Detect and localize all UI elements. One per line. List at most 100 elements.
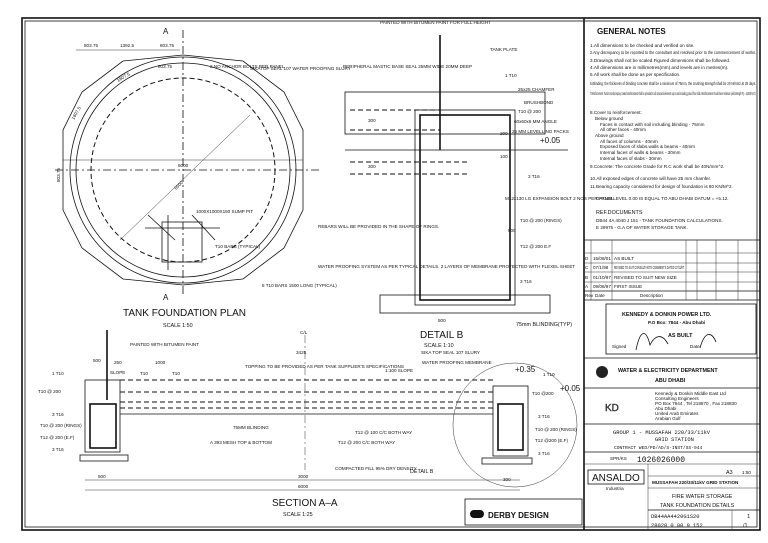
drawing-number-2: 28028 0 00 9 152 [651,523,703,529]
section-mark-top: A [163,27,169,36]
rev-header: Rev [585,293,594,298]
section-label: T10 [172,371,180,376]
contractor-sub: Industria [606,486,624,491]
section-scale: SCALE 1:25 [283,512,313,518]
note: Exposed faces of slabs,walls & beams - 4… [600,144,695,149]
plan-title: TANK FOUNDATION PLAN [123,308,246,319]
note: All faces of columns - 40mm [600,139,658,144]
detail-label: 60x60x6 MM ANGLE [514,119,557,124]
rev-header: Description [640,293,663,298]
section-label: 3 T16 [538,414,550,419]
approver-name: KENNEDY & DONKIN POWER LTD. [622,312,712,318]
ks-logo-icon: KD [605,403,619,414]
section-label: T10 @200 [532,391,554,396]
drawing-scale: 1:50 [742,470,751,475]
dim: 6000 [178,163,189,168]
note: Below ground [595,116,624,121]
title-column: GENERAL NOTES 1.All dimensions to be che… [583,18,760,530]
section-label: T10 @ 200 (RINGS) [40,423,82,428]
rev-desc: REVISED TO SUIT NEW SIZE [614,275,677,280]
dim: 300 [368,118,376,123]
note: 9.Concrete: The concrete Grade for R.C w… [590,164,724,169]
date-label: Date [690,344,700,349]
section-label: SLOPE [110,370,125,375]
section-label: 75MM BLINDING [233,425,269,430]
rev: B [585,275,588,280]
consultant-line: United Arab Emirates [655,411,699,416]
section-label: WATER PROOFING MEMBRANE [422,360,492,365]
wed-logo-icon [596,366,608,378]
centre-line-mark: C/L [300,330,308,335]
section-label: TOPPING TO BE PROVIDED AS PER TANK SUPPL… [245,364,404,369]
level-mark: +0.05 [540,136,561,145]
approver-address: P.O Box: 7844 - Abu Dhabi [648,320,705,325]
note: 1.All dimensions to be checked and verif… [590,43,694,48]
note: 10.All exposed edges of concrete will ha… [590,176,711,181]
contractor-logo: ANSALDO [592,473,640,484]
rev: A [585,284,589,289]
rev-desc: AS BUILT [614,256,634,261]
dim: 300 [368,164,376,169]
section-label: T10 @ 200 [38,389,61,394]
designer-box: DERBY DESIGN [464,498,583,526]
client-city: ABU DHABI [655,378,686,384]
dim: 803.75 [160,43,174,48]
consultant-line: Abu Dhabi [655,406,676,411]
dim: 500 [438,318,446,323]
sheet-count: /1 [743,523,748,529]
section-label: 1 T10 [52,371,64,376]
rev: D [585,256,589,261]
section-label: DETAIL B [410,469,434,475]
dim: 803.75 [56,168,61,182]
detail-label: 3 T16 [528,174,540,179]
consultant-line: Kennedy & Donkin Middle East Ltd [655,391,726,396]
general-notes-title: GENERAL NOTES [597,27,666,36]
note: 6.Blinding: the thickness of blinding co… [590,81,756,86]
dim: 6500 [173,180,184,191]
detail-label: M12x130 LG EXPANSION BOLT 2 NOS PER PANE… [505,196,614,201]
detail-label: T12 @ 200 E.F [520,244,551,249]
drawing-title-2: TANK FOUNDATION DETAILS [660,503,735,509]
level-mark: +0.35 [515,365,536,374]
note: 3.Drawings shall not be scaled.Figured d… [590,58,730,63]
plan-scale: SCALE 1:50 [163,323,193,329]
plan-label: 2 NO ANCHOR BOLTS PER PANEL [210,64,285,69]
revision-table: D 15/08/01 AS BUILT C 07/1/98 REVISED TO… [584,239,760,301]
section-label: 3 T16 [52,412,64,417]
rev-date: 09/08/97 [593,284,611,289]
note: Faces in contact with soil including bli… [600,122,705,127]
rev-header: Date [595,293,605,298]
note: All other faces - 40mm [600,127,646,132]
dim: 1607.5 [71,105,83,120]
designer-name: DERBY DESIGN [488,511,549,520]
consultant-line: PO Box 7844 , Tel 218870 , Fax 218830 [655,401,737,406]
consultant-line: Arabian Gulf [655,416,681,421]
note: 5.All work shall be done as per specific… [590,72,680,77]
rev-date: 01/10/97 [593,275,611,280]
detail-label: PERIPHERAL MASTIC BASE SEAL 25MM WIDE 20… [343,64,472,69]
dim: 3000 [298,474,309,479]
sheet-number: 1 [747,514,750,520]
drawing-title: FIRE WATER STORAGE [672,494,733,500]
detail-label: 1 T10 [505,73,517,78]
detail-label: PAINTED WITH BITUMEN PAINT FOR FULL HEIG… [380,20,491,25]
tank-foundation-plan: 803.75 1392.5 803.75 803.75 1607.5 1607.… [55,27,575,329]
sheet-size: A3 [726,470,733,476]
detail-label: T10 @ 200 [518,109,541,114]
consultant-line: Consulting Engineers [655,396,699,401]
detail-label: T10 @ 200 (RINGS) [520,218,562,223]
rev-desc: FIRST ISSUE [614,284,642,289]
note: 2.Any discrepancy to be reported to the … [590,50,756,55]
project-name-2: GRID STATION [655,437,694,443]
detail-scale: SCALE 1:10 [424,343,454,349]
signature [635,333,717,351]
section-label: 1:100 SLOPE [385,368,413,373]
dim: 1392.5 [120,43,134,48]
section-label: T12 @ 100 C/C BOTH WAY [355,430,412,435]
plan-label: REBARS WILL BE PROVIDED IN THE SHAPE OF … [318,224,439,229]
section-a-a: PAINTED WITH BITUMEN PAINT 1 T10 T10 @ 2… [38,330,581,518]
note: Internal faces of slabs - 30mm [600,156,662,161]
dim: 1000 [155,360,166,365]
rev-desc: REVISED TO SUIT CONSULTANT'S COMMENTS DA… [614,265,684,270]
as-built-stamp: AS BUILT [668,333,693,339]
